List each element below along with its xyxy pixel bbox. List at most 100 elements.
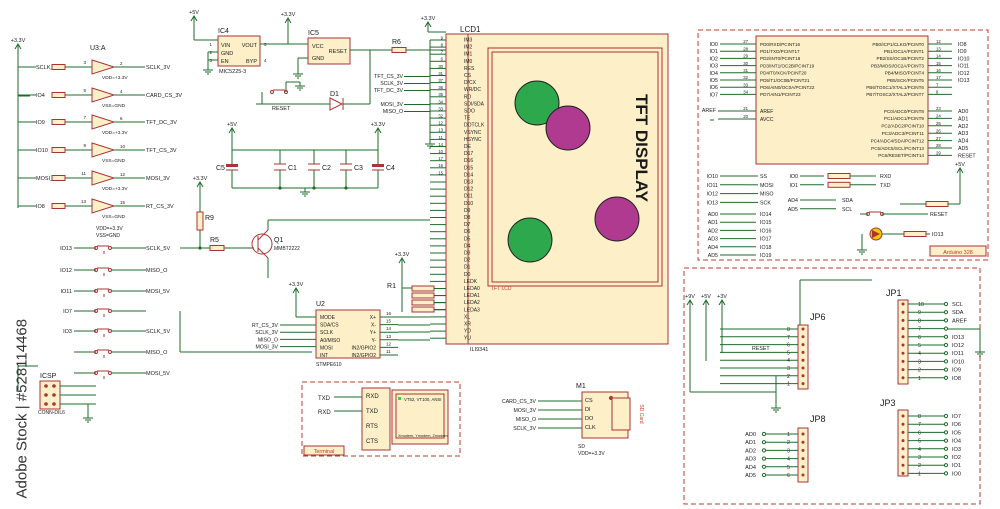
pin-number: 3	[787, 366, 790, 372]
net-terminal	[943, 430, 949, 435]
u3-output-label: MOSI_3V	[146, 176, 170, 182]
input-resistor	[51, 92, 66, 98]
stock-watermark: Adobe Stock | #528114468	[2, 260, 31, 505]
pin-number: 4	[918, 447, 921, 453]
pin-number: 1	[209, 42, 212, 47]
header-pin	[901, 439, 905, 443]
net-terminal	[761, 431, 767, 437]
pin-number: 8	[787, 327, 790, 333]
pin-number: 32	[743, 75, 748, 80]
lcd-part: ILI9341	[470, 347, 488, 353]
switch-contact	[94, 289, 98, 293]
terminal-screen-text: VT52, VT100, ANSI	[404, 397, 442, 402]
net-terminal	[943, 375, 949, 380]
terminal-pin-right: RXD	[366, 394, 379, 400]
sd-net-label: MOSI_3V	[514, 408, 537, 414]
net-terminal	[943, 326, 949, 331]
pc-pin: PC1/ADC1/PCINT9	[884, 116, 925, 121]
pin-number: 32	[438, 114, 443, 119]
jp1-net: IO9	[952, 368, 961, 374]
u3-input-label: MOSI_5V	[36, 176, 60, 182]
u2-pin-right: Y-	[371, 338, 376, 344]
ad-io: AD2	[708, 228, 718, 234]
polar-cap-icon	[372, 164, 384, 167]
lcd-pin-name: LEDK	[464, 279, 478, 285]
u2-chip	[315, 309, 381, 359]
terminal-screen-text: Xmodem, Ymodem, Zmodem	[398, 434, 448, 438]
net-terminal	[761, 464, 767, 469]
net-label: SCLK_5V	[146, 246, 170, 252]
pc-net: AD5	[958, 146, 968, 152]
jp8-header	[797, 427, 809, 483]
ard-io-label: IO3	[709, 64, 718, 70]
power-label: +3.3V	[421, 16, 436, 22]
ard-io-label: IO12	[958, 71, 970, 77]
pin-number: 24	[936, 114, 941, 119]
pin-name: EN	[221, 59, 229, 65]
ad-io: AD0	[708, 212, 718, 218]
u2-pin-left: A0/MISO	[320, 338, 340, 344]
lcd-pin-name: D4	[464, 243, 471, 249]
diode-icon	[329, 97, 344, 111]
lcd-net-label: TFT_CS_3V	[374, 74, 403, 80]
jp8-net: AD0	[745, 432, 756, 438]
pd-pin: PD0/RXD/PCINT16	[760, 42, 801, 47]
switch-contact	[108, 350, 112, 354]
ad-name: IO16	[760, 228, 772, 234]
pin-number: 15	[386, 319, 392, 324]
pin-number: 7	[787, 335, 790, 341]
jp6-reset-label: RESET	[752, 346, 770, 352]
pin-number: 6	[441, 57, 444, 62]
sd-supply: VDD=+3.3V	[578, 451, 605, 457]
header-pin	[801, 350, 805, 354]
u3-input-label: IO9	[36, 120, 45, 126]
pin-number: 11	[439, 135, 444, 140]
pin-number: 8	[918, 414, 921, 420]
spi-io: IO12	[707, 192, 719, 198]
lcd-net-label: SCLK_3V	[380, 81, 403, 87]
pd-pin: PD2/INT0/PCINT18	[760, 56, 801, 61]
io-label: IO12	[60, 268, 72, 274]
pin-number: 4	[264, 58, 267, 63]
pin-number: 13	[936, 46, 941, 51]
net-terminal	[761, 448, 767, 453]
jp3-net: IO4	[952, 439, 961, 445]
io-label: IO3	[63, 329, 72, 335]
net-terminal	[943, 471, 949, 476]
switch-contact	[94, 309, 98, 313]
pin-number: 5	[787, 465, 790, 471]
pin-number: 10	[438, 149, 443, 154]
green-circle	[507, 217, 553, 263]
capacitor-label: C3	[354, 165, 363, 172]
icsp-header	[39, 380, 61, 410]
i2c-name: SCL	[842, 207, 852, 213]
avcc-pin: AVCC	[760, 117, 774, 123]
supply-label: VSS=GND	[102, 214, 126, 220]
lcd-pin-name: DOTCLK	[464, 123, 485, 129]
header-pin	[901, 310, 905, 314]
pb-pin: PB0/ICP1/CLKO/PCINT0	[872, 42, 924, 47]
lcd-pin-name: D14	[464, 172, 473, 178]
net-label: MISO_O	[146, 350, 168, 356]
junction-dot	[312, 186, 316, 190]
pin-number: 6	[787, 473, 790, 479]
pin-number: 6	[918, 430, 921, 436]
screen-title: TFT DISPLAY	[632, 94, 651, 203]
pin-number: 12	[438, 121, 443, 126]
pin-number: 11	[386, 349, 391, 354]
switch-contact	[270, 90, 274, 94]
u3-input-label: IO10	[36, 148, 48, 154]
u3-output-label: CARD_CS_3V	[146, 93, 182, 99]
net-terminal	[943, 351, 949, 356]
supply-label: VSS=GND	[96, 233, 120, 239]
ad-io: AD5	[708, 253, 718, 259]
u2-net-label: RT_CS_3V	[252, 323, 279, 329]
input-resistor	[51, 175, 66, 181]
pin-name: RESET	[329, 49, 348, 55]
uart-io: IO1	[789, 183, 798, 189]
u2-net-label: MISO_O	[258, 337, 278, 343]
icsp-pin	[52, 384, 56, 388]
pin-number: 13	[438, 128, 443, 133]
